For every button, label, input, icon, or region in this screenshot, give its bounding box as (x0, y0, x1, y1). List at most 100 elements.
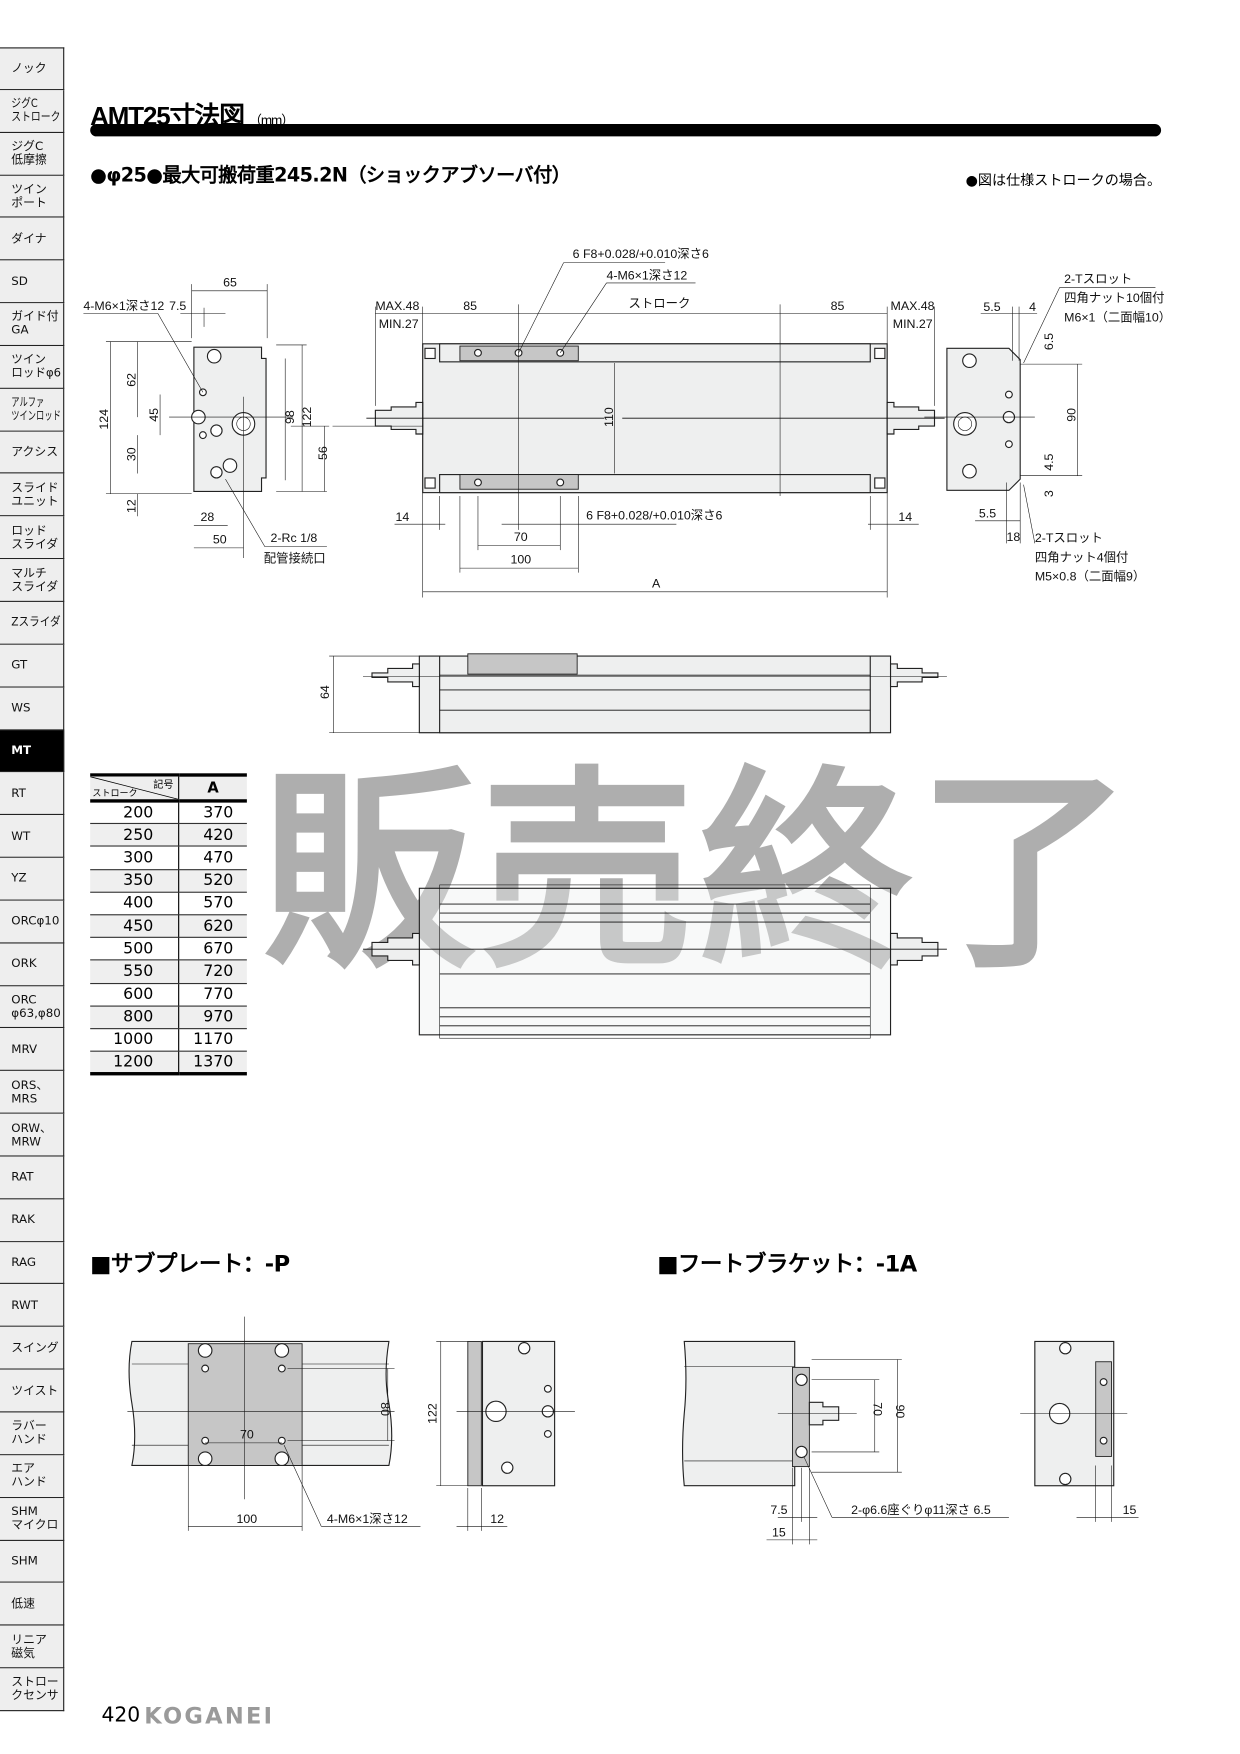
sidebar-item-10[interactable]: スライド ユニット (0, 473, 65, 517)
sidebar-item-label: ロッド スライダ (11, 523, 59, 551)
sidebar-item-label: SHM (11, 1554, 38, 1568)
dim-stroke: ストローク (629, 297, 691, 311)
sidebar-item-label: ORC φ63,φ80 (11, 993, 61, 1021)
sidebar-item-12[interactable]: マルチ スライダ (0, 559, 65, 602)
sidebar-item-30[interactable]: スイング (0, 1327, 65, 1370)
sidebar-item-35[interactable]: SHM (0, 1540, 65, 1584)
cell-A: 770 (178, 982, 247, 1007)
dim-max48-left: MAX.48 (375, 299, 419, 313)
sidebar-item-25[interactable]: ORW、 MRW (0, 1113, 65, 1157)
sidebar-item-label: アクシス (11, 445, 59, 459)
cell-A: 370 (178, 800, 247, 825)
sidebar-item-29[interactable]: RWT (0, 1284, 65, 1328)
dim-6-5: 6.5 (1042, 333, 1056, 350)
page-number: 420 (101, 1703, 141, 1727)
label-sub-m6: 4-M6×1深さ12 (327, 1512, 408, 1526)
sidebar-item-label: RWT (11, 1298, 38, 1313)
sidebar-item-34[interactable]: SHM マイクロ (0, 1497, 65, 1541)
sidebar-item-label: Zスライダ (11, 615, 61, 630)
sidebar-item-label: ラバー ハンド (11, 1419, 47, 1447)
sidebar-item-33[interactable]: エア ハンド (0, 1455, 65, 1498)
sidebar-item-7[interactable]: ツイン ロッドφ6 (0, 345, 65, 389)
sidebar-item-0[interactable]: ノック (0, 47, 65, 91)
sidebar-item-26[interactable]: RAT (0, 1156, 65, 1200)
sidebar-item-2[interactable]: ジグC 低摩擦 (0, 132, 65, 176)
dim-7-5: 7.5 (169, 299, 186, 313)
cell-A: 470 (178, 846, 247, 870)
dim-sub-70: 70 (240, 1427, 254, 1441)
right-end-view: 2-Tスロット 四角ナット10個付 M6×1（二面幅10） 5.5 4 6.5 … (924, 272, 1171, 584)
sidebar-item-label: ORCφ10 (11, 914, 60, 929)
sidebar-item-21[interactable]: ORK (0, 943, 65, 986)
side-view: 64 (318, 653, 947, 734)
sidebar-item-23[interactable]: MRV (0, 1028, 65, 1072)
sidebar-item-5[interactable]: SD (0, 260, 65, 304)
sidebar-item-22[interactable]: ORC φ63,φ80 (0, 985, 65, 1029)
cell-A: 970 (178, 1005, 247, 1030)
dim-98: 98 (283, 410, 297, 424)
sidebar-item-15[interactable]: WS (0, 687, 65, 730)
sidebar-item-1[interactable]: ジグC ストローク (0, 90, 65, 133)
sidebar-item-label: MRV (11, 1042, 38, 1057)
cell-stroke: 200 (90, 800, 180, 825)
sidebar-item-18[interactable]: WT (0, 815, 65, 858)
sidebar-item-label: マルチ スライダ (11, 566, 59, 594)
dim-5-5-bottom: 5.5 (979, 506, 996, 520)
cell-stroke: 1000 (90, 1028, 180, 1052)
sidebar-item-38[interactable]: ストロー クセンサ (0, 1668, 65, 1712)
dim-45: 45 (147, 408, 161, 422)
sidebar-item-label: RAK (11, 1213, 35, 1227)
sidebar-item-8[interactable]: アルファ ツインロッド (0, 388, 65, 432)
sidebar-item-3[interactable]: ツイン ポート (0, 175, 65, 218)
sidebar-item-9[interactable]: アクシス (0, 431, 65, 474)
foot-bracket-drawing: 70 90 7.5 15 2-φ6.6座ぐりφ11深さ 6.5 15 (682, 1340, 1139, 1545)
sidebar-item-19[interactable]: YZ (0, 857, 65, 901)
sidebar-item-24[interactable]: ORS、 MRS (0, 1071, 65, 1114)
sidebar-item-label: MT (11, 743, 32, 758)
sidebar-item-36[interactable]: 低速 (0, 1583, 65, 1626)
sidebar-item-14[interactable]: GT (0, 644, 65, 688)
sidebar-item-6[interactable]: ガイド付 GA (0, 303, 65, 346)
sidebar-item-20[interactable]: ORCφ10 (0, 900, 65, 944)
sidebar-item-label: リニア 磁気 (11, 1633, 47, 1661)
label-tslot-bottom: 2-Tスロット (1035, 531, 1103, 545)
sidebar-item-17[interactable]: RT (0, 772, 65, 816)
dim-64: 64 (318, 685, 332, 699)
sidebar-item-label: 低速 (11, 1597, 35, 1611)
sidebar-item-label: WT (11, 829, 31, 843)
sidebar-item-label: ストロー クセンサ (11, 1675, 59, 1703)
sidebar-item-11[interactable]: ロッド スライダ (0, 516, 65, 560)
sidebar-item-label: RAG (11, 1255, 37, 1270)
sidebar-item-32[interactable]: ラバー ハンド (0, 1412, 65, 1456)
sidebar-item-27[interactable]: RAK (0, 1199, 65, 1242)
sidebar-item-31[interactable]: ツイスト (0, 1369, 65, 1413)
cell-A: 620 (178, 914, 247, 939)
sidebar-item-4[interactable]: ダイナ (0, 217, 65, 261)
label-f8-bottom: 6 F8+0.028/+0.010深さ6 (586, 509, 722, 523)
sidebar-item-label: スライド ユニット (11, 481, 59, 509)
dim-100: 100 (510, 553, 531, 567)
dim-70: 70 (514, 530, 528, 544)
dim-foot-90: 90 (893, 1404, 907, 1418)
sidebar-item-16[interactable]: MT (0, 729, 65, 773)
label-f8-top: 6 F8+0.028/+0.010深さ6 (573, 247, 709, 261)
sidebar-item-13[interactable]: Zスライダ (0, 601, 65, 645)
cell-stroke: 600 (90, 982, 180, 1007)
dim-65: 65 (223, 275, 237, 289)
dim-14-right: 14 (898, 510, 912, 524)
dim-foot-7-5: 7.5 (770, 1503, 787, 1517)
sidebar-item-37[interactable]: リニア 磁気 (0, 1625, 65, 1669)
cell-stroke: 450 (90, 914, 180, 939)
sidebar-item-label: SHM マイクロ (11, 1505, 59, 1533)
dim-4: 4 (1029, 300, 1036, 314)
model-subtitle: ●φ25●最大可搬荷重245.2N（ショックアブソーバ付） (90, 164, 571, 188)
sidebar-item-28[interactable]: RAG (0, 1241, 65, 1285)
sidebar-item-label: ORK (11, 957, 37, 971)
dim-sub-12: 12 (490, 1512, 504, 1526)
dim-14-left: 14 (396, 510, 410, 524)
